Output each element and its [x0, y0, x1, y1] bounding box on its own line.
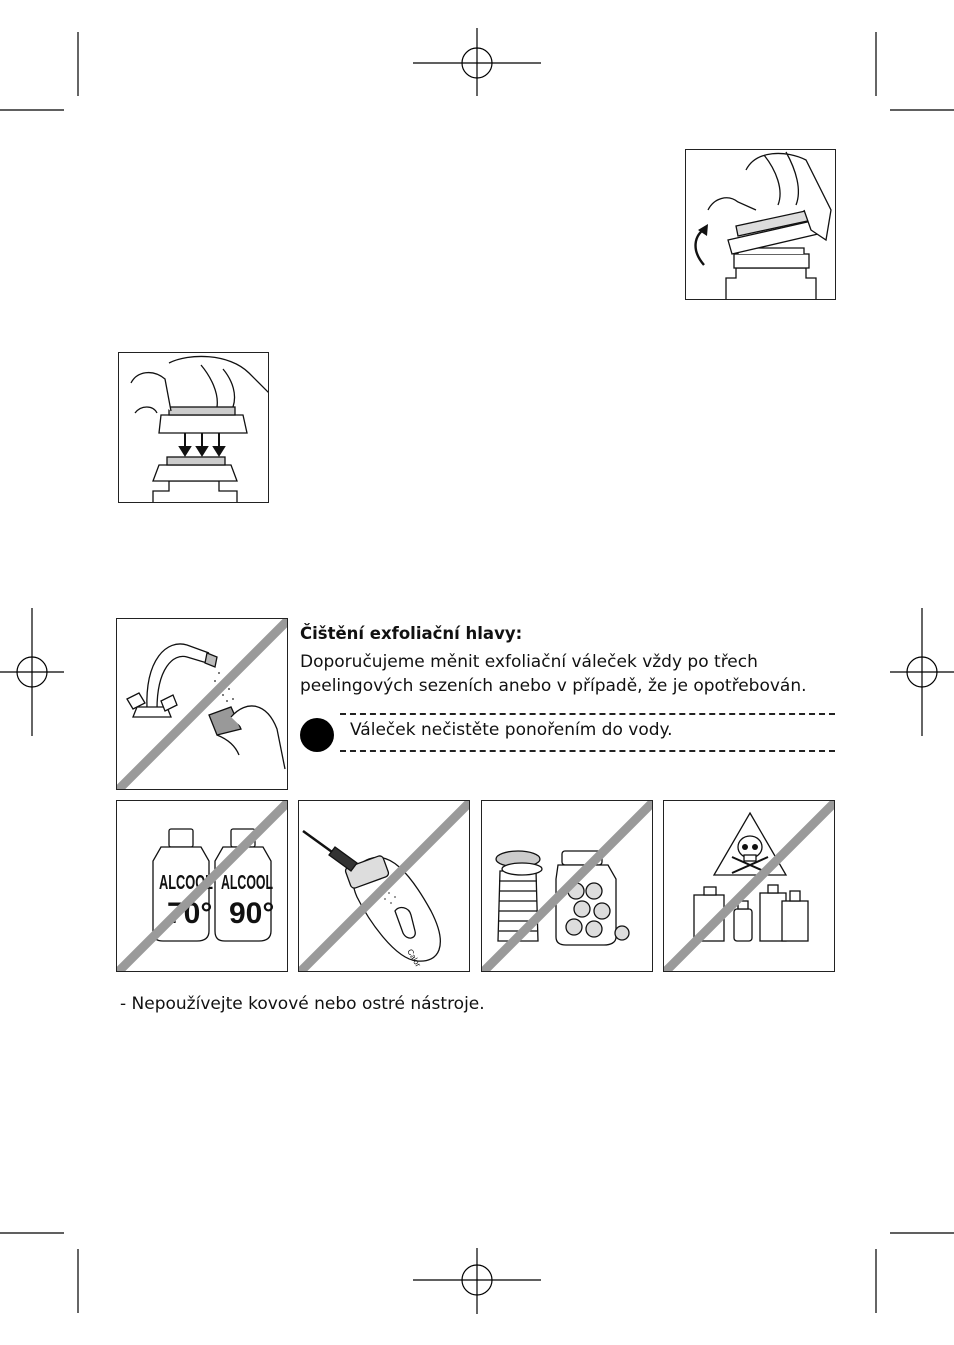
figure-no-alcohol: ALCOOL 70° ALCOOL 90° [116, 800, 288, 972]
figure-fit-head [118, 352, 269, 503]
figure-remove-head [685, 149, 836, 300]
warning-text: Váleček nečistěte ponořením do vody. [350, 720, 673, 740]
warning-bottom-rule [340, 750, 835, 752]
section-body-line-2: peelingových sezeních anebo v případě, ž… [300, 674, 840, 698]
tools-note: - Nepoužívejte kovové nebo ostré nástroj… [120, 994, 485, 1014]
figure-no-water [116, 618, 288, 790]
figure-no-chemicals [663, 800, 835, 972]
section-title: Čištění exfoliační hlavy: [300, 624, 522, 643]
figure-no-abrasives [481, 800, 653, 972]
warning-top-rule [340, 713, 835, 715]
bottle-right-degree: 90° [229, 897, 274, 930]
warning-icon [300, 718, 334, 752]
section-body-line-1: Doporučujeme měnit exfoliační váleček vž… [300, 650, 840, 674]
figure-no-sharp-tools: Calor [298, 800, 470, 972]
bottle-right-label: ALCOOL [221, 872, 273, 894]
section-body: Doporučujeme měnit exfoliační váleček vž… [300, 650, 840, 698]
